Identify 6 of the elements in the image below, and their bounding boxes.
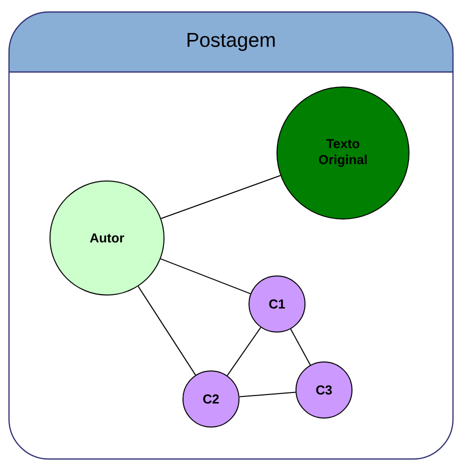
connector-line — [160, 175, 281, 220]
connector-line — [226, 326, 262, 376]
connector-line — [138, 286, 196, 376]
connector-line — [160, 258, 251, 294]
connector-line — [290, 328, 311, 366]
connector-line — [238, 392, 296, 398]
